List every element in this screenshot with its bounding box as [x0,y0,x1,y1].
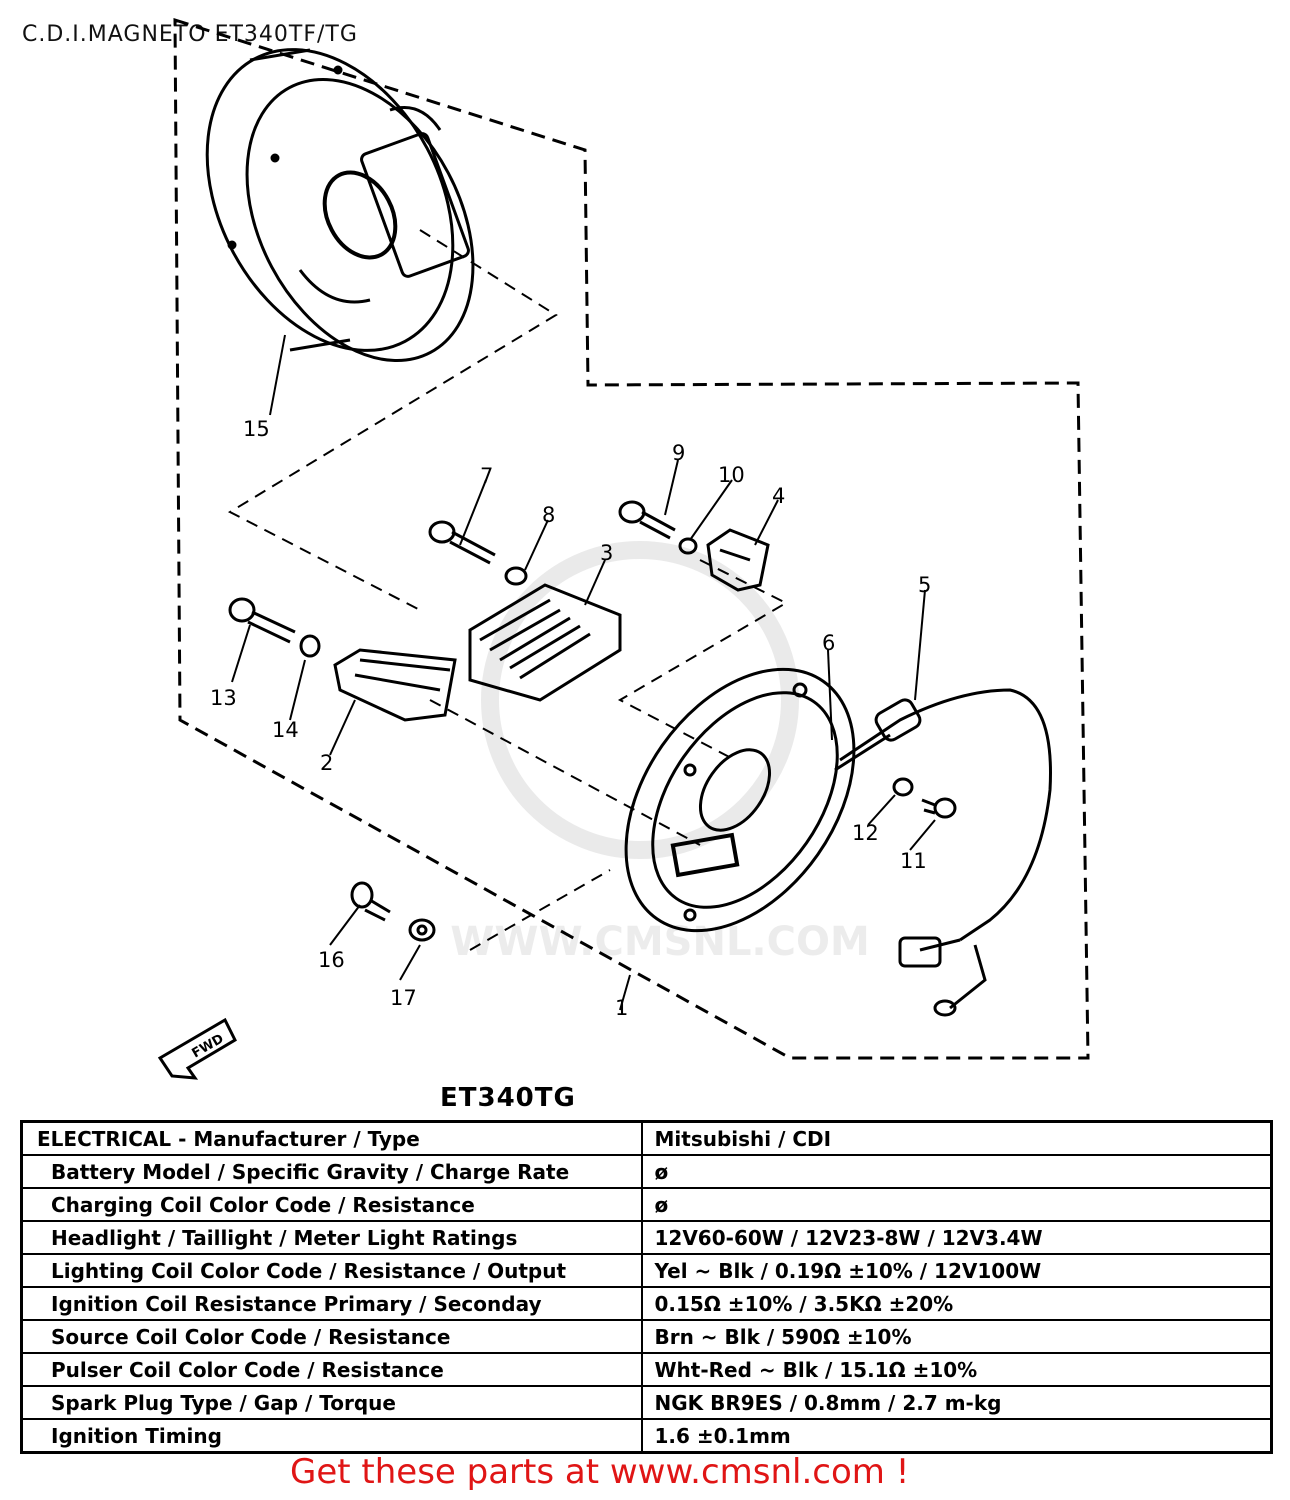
spec-value: 0.15Ω ±10% / 3.5KΩ ±20% [640,1286,1273,1321]
callout-12: 12 [852,821,879,845]
promo-link[interactable]: Get these parts at www.cmsnl.com ! [290,1452,910,1492]
spec-param: Ignition Timing [20,1418,643,1454]
table-row: Source Coil Color Code / Resistance Brn … [20,1319,1273,1354]
flywheel-rotor-part [205,48,475,363]
table-row: Lighting Coil Color Code / Resistance / … [20,1253,1273,1288]
table-row: Charging Coil Color Code / Resistance ø [20,1187,1273,1222]
forward-direction-arrow: FWD [157,1017,237,1080]
callout-16: 16 [318,948,345,972]
callout-11: 11 [900,849,927,873]
spec-param: Ignition Coil Resistance Primary / Secon… [20,1286,643,1321]
spec-param: Battery Model / Specific Gravity / Charg… [20,1154,643,1189]
spec-header-strong: ELECTRICAL [37,1126,172,1151]
spec-value: 1.6 ±0.1mm [640,1418,1273,1454]
callout-8: 8 [542,503,555,527]
washer-17 [408,918,436,942]
callout-3: 3 [600,541,613,565]
spec-param: Headlight / Taillight / Meter Light Rati… [20,1220,643,1255]
spec-param: Spark Plug Type / Gap / Torque [20,1385,643,1420]
wire-harness-part [834,688,1052,1017]
exploded-parts-diagram: WWW.CMSNL.COM [157,17,1090,1080]
spec-param: ELECTRICAL - Manufacturer / Type [20,1120,643,1156]
spec-param: Lighting Coil Color Code / Resistance / … [20,1253,643,1288]
callout-17: 17 [390,986,417,1010]
table-row: Ignition Coil Resistance Primary / Secon… [20,1286,1273,1321]
page-title: C.D.I.MAGNETO ET340TF/TG [22,22,358,47]
watermark: WWW.CMSNL.COM [450,541,870,965]
source-coil-part [468,583,622,702]
washer-14 [299,634,321,658]
spec-param: Charging Coil Color Code / Resistance [20,1187,643,1222]
spec-header-rest: - Manufacturer / Type [171,1126,420,1151]
callout-9: 9 [672,441,685,465]
alignment-lines [227,229,789,951]
screw-11 [921,797,957,819]
screw-13 [228,597,296,644]
washer-10 [678,537,698,555]
table-row: ELECTRICAL - Manufacturer / Type Mitsubi… [20,1120,1273,1156]
table-row: Ignition Timing 1.6 ±0.1mm [20,1418,1273,1454]
lighting-coil-part [706,528,770,592]
spec-table: ELECTRICAL - Manufacturer / Type Mitsubi… [20,1120,1273,1454]
spec-value: Mitsubishi / CDI [640,1120,1273,1156]
washer-12 [892,777,914,797]
pulser-coil-part [333,648,457,722]
spec-param: Source Coil Color Code / Resistance [20,1319,643,1354]
spec-value: Wht-Red ~ Blk / 15.1Ω ±10% [640,1352,1273,1387]
callout-7: 7 [480,464,493,488]
nut-8 [504,566,528,586]
spec-value: Brn ~ Blk / 590Ω ±10% [640,1319,1273,1354]
callout-1: 1 [615,996,628,1020]
leader-lines [231,334,936,1011]
callout-10: 10 [718,463,745,487]
callout-14: 14 [272,718,299,742]
model-heading: ET340TG [440,1083,576,1113]
table-row: Pulser Coil Color Code / Resistance Wht-… [20,1352,1273,1387]
callout-5: 5 [918,573,931,597]
spec-value: ø [640,1187,1273,1222]
callout-15: 15 [243,417,270,441]
spec-param: Pulser Coil Color Code / Resistance [20,1352,643,1387]
fasteners [228,500,957,942]
table-row: Battery Model / Specific Gravity / Charg… [20,1154,1273,1189]
spec-value: 12V60-60W / 12V23-8W / 12V3.4W [640,1220,1273,1255]
callout-4: 4 [772,484,785,508]
screw-7 [428,520,496,565]
spec-value: NGK BR9ES / 0.8mm / 2.7 m-kg [640,1385,1273,1420]
table-row: Headlight / Taillight / Meter Light Rati… [20,1220,1273,1255]
screw-9 [618,500,676,540]
callout-6: 6 [822,631,835,655]
callout-2: 2 [320,751,333,775]
spec-value: Yel ~ Blk / 0.19Ω ±10% / 12V100W [640,1253,1273,1288]
table-row: Spark Plug Type / Gap / Torque NGK BR9ES… [20,1385,1273,1420]
callout-13: 13 [210,686,237,710]
callout-numbers: 1 2 3 4 5 6 7 8 9 10 11 12 13 14 15 16 1… [210,417,931,1020]
spec-value: ø [640,1154,1273,1189]
screw-16 [350,881,391,922]
svg-text:WWW.CMSNL.COM: WWW.CMSNL.COM [450,919,870,965]
assembly-outline [173,17,1090,1060]
stator-base-plate-part [624,667,856,933]
